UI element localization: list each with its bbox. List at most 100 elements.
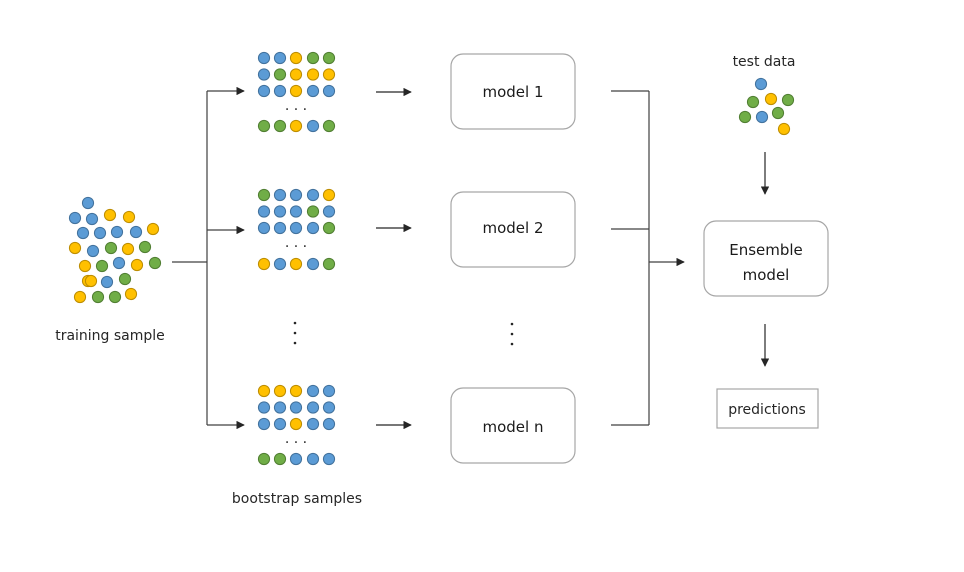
bootstrap-dot (306, 417, 320, 431)
bootstrap-dot (289, 384, 303, 398)
training-dot (93, 226, 107, 240)
bootstrap-dot (306, 119, 320, 133)
test-dot (764, 92, 778, 106)
bootstrap-dot (273, 84, 287, 98)
training-dot (129, 225, 143, 239)
bootstrap-dot (289, 452, 303, 466)
training-dot (121, 242, 135, 256)
training-dot (148, 256, 162, 270)
test-dot (771, 106, 785, 120)
bootstrap-dot (322, 452, 336, 466)
bootstrap-dot (257, 384, 271, 398)
bootstrap-dot (306, 221, 320, 235)
training-dot (68, 241, 82, 255)
training-dot (103, 208, 117, 222)
bootstrap-dot (273, 51, 287, 65)
bootstrap-sample-dots (257, 51, 336, 466)
training-to-bootstrap-connectors (172, 86, 245, 430)
ensemble-label-line1: Ensemble (729, 241, 803, 259)
bootstrap-dot (322, 188, 336, 202)
training-dot (85, 212, 99, 226)
training-dot (104, 241, 118, 255)
bootstrap-dot (322, 417, 336, 431)
model-2-box: model 2 (450, 191, 576, 268)
predictions-box: predictions (716, 388, 819, 429)
bootstrap-dot (322, 51, 336, 65)
test-dot (755, 110, 769, 124)
bootstrap-dot (322, 84, 336, 98)
bootstrap-dot (289, 221, 303, 235)
bootstrap-dot (322, 119, 336, 133)
row-ellipsis-n: · · · (285, 435, 307, 451)
bootstrap-dot (257, 452, 271, 466)
test-dot (746, 95, 760, 109)
row-ellipsis-2: · · · (285, 239, 307, 255)
training-dot (91, 290, 105, 304)
bootstrap-dot (257, 68, 271, 81)
training-dot (100, 275, 114, 289)
bootstrap-dot (289, 188, 303, 202)
training-dot (118, 272, 132, 286)
bootstrap-dot (257, 221, 271, 235)
model-1-box: model 1 (450, 53, 576, 130)
bootstrap-dot (306, 84, 320, 98)
bootstrap-dot (289, 417, 303, 431)
bootstrap-dot (289, 257, 303, 271)
training-dot (112, 256, 126, 270)
test-data-dots (738, 77, 795, 136)
test-dot (738, 110, 752, 124)
bootstrap-dot (257, 119, 271, 133)
training-sample-label: training sample (55, 328, 165, 344)
bootstrap-dot (306, 452, 320, 466)
bootstrap-dot (273, 452, 287, 466)
test-dot (754, 77, 768, 91)
predictions-label: predictions (728, 402, 806, 418)
bootstrap-dot (306, 257, 320, 271)
bootstrap-dot (322, 68, 336, 81)
bootstrap-dot (257, 51, 271, 65)
vertical-ellipsis-samples (293, 321, 297, 345)
bootstrap-dot (257, 188, 271, 202)
bootstrap-dot (306, 68, 320, 81)
bootstrap-dot (322, 221, 336, 235)
sample-to-model-arrows (376, 87, 412, 430)
training-dot (124, 287, 138, 301)
bootstrap-dot (322, 257, 336, 271)
model-n-label: model n (483, 418, 544, 436)
training-dot (146, 222, 160, 236)
bootstrap-dot (289, 51, 303, 65)
training-dot (110, 225, 124, 239)
bootstrap-dot (322, 401, 336, 414)
bootstrap-dot (306, 401, 320, 414)
bootstrap-dot (306, 384, 320, 398)
bootstrap-dot (257, 257, 271, 271)
training-dot (78, 259, 92, 273)
bootstrap-dot (289, 119, 303, 133)
bootstrap-dot (306, 188, 320, 202)
bootstrap-dot (289, 205, 303, 218)
training-dot (108, 290, 122, 304)
training-dot (81, 196, 95, 210)
vertical-ellipsis-models (510, 322, 514, 346)
bootstrap-dot (322, 205, 336, 218)
bootstrap-dot (273, 401, 287, 414)
bootstrap-dot (257, 205, 271, 218)
bootstrap-dot (273, 417, 287, 431)
training-dot (130, 258, 144, 272)
bootstrap-dot (322, 384, 336, 398)
bootstrap-dot (289, 401, 303, 414)
training-dot (95, 259, 109, 273)
training-dot (122, 210, 136, 224)
bootstrap-dot (273, 119, 287, 133)
bootstrap-samples-label: bootstrap samples (232, 491, 362, 507)
model-to-ensemble-connectors (611, 90, 685, 426)
bootstrap-dot (273, 221, 287, 235)
training-dot (86, 244, 100, 258)
model-n-box: model n (450, 387, 576, 464)
bootstrap-dot (273, 188, 287, 202)
training-sample-dots (68, 196, 162, 304)
test-dot (781, 93, 795, 107)
model-2-label: model 2 (482, 219, 543, 237)
